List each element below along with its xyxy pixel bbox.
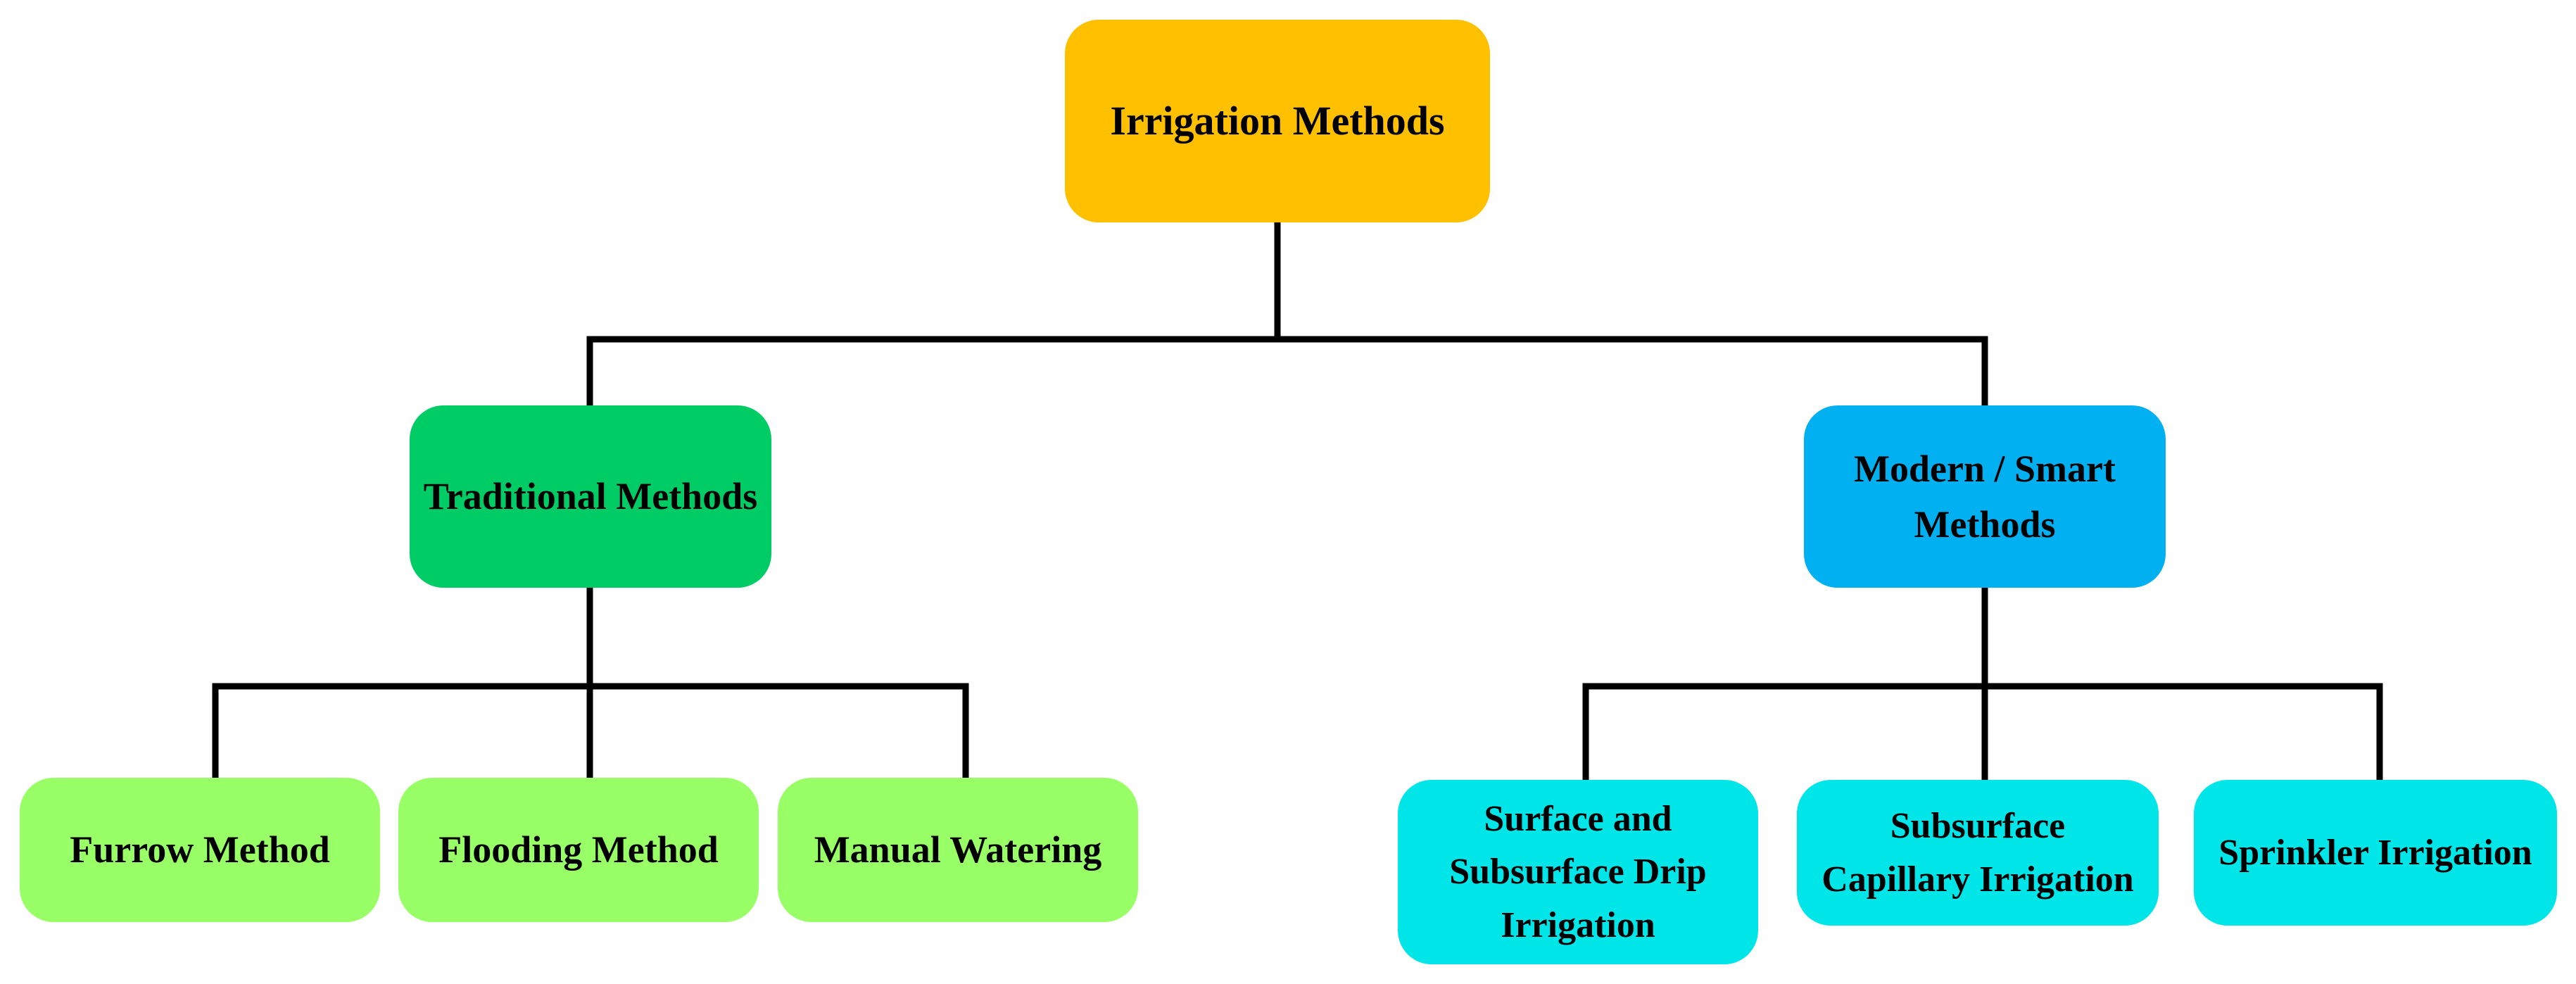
node-furrow-method: Furrow Method [20,778,380,922]
node-subsurface-capillary: Subsurface Capillary Irrigation [1797,780,2159,926]
node-flooding-method: Flooding Method [398,778,759,922]
node-manual-watering: Manual Watering [778,778,1138,922]
node-label: Sprinkler Irrigation [2218,832,2532,873]
node-sprinkler-irrigation: Sprinkler Irrigation [2194,780,2557,926]
node-label: Flooding Method [438,828,719,871]
node-label: Irrigation Methods [1110,97,1445,144]
node-label: Manual Watering [814,828,1102,871]
node-label: Furrow Method [70,828,330,871]
node-label: Surface and Subsurface Drip Irrigation [1449,798,1707,945]
node-label: Subsurface Capillary Irrigation [1821,806,2134,900]
node-label: Modern / Smart Methods [1854,448,2116,545]
node-label: Traditional Methods [423,475,758,518]
node-traditional-methods: Traditional Methods [410,405,771,588]
node-irrigation-methods: Irrigation Methods [1065,20,1490,222]
node-modern-smart-methods: Modern / Smart Methods [1804,405,2166,588]
node-surface-subsurface-drip: Surface and Subsurface Drip Irrigation [1398,780,1758,964]
